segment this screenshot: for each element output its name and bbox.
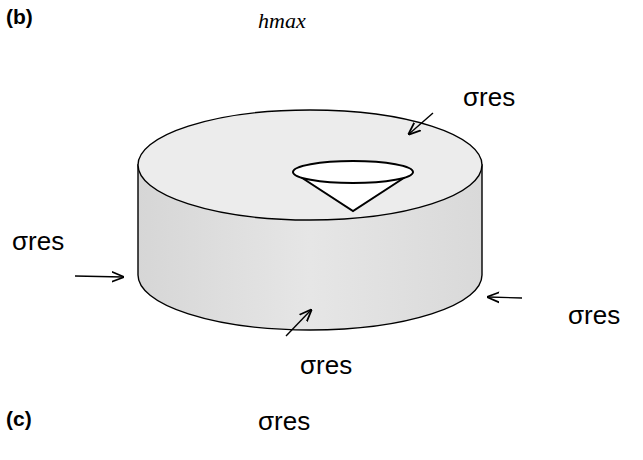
stress-arrow [286,310,311,336]
stress-label: σres [12,228,64,254]
stress-label: σres [258,408,310,434]
stress-label: σres [463,84,515,110]
stress-arrow [488,297,522,298]
cylinder-top [138,110,482,220]
panel-letter: (c) [6,408,32,429]
stress-arrow [409,113,433,134]
stress-label: σres [300,352,352,378]
stress-label: σres [568,302,620,328]
depth-symbol: hmax [258,10,306,32]
indenter-base [293,161,413,183]
stress-arrow [75,276,123,277]
panel-letter: (b) [6,6,33,27]
